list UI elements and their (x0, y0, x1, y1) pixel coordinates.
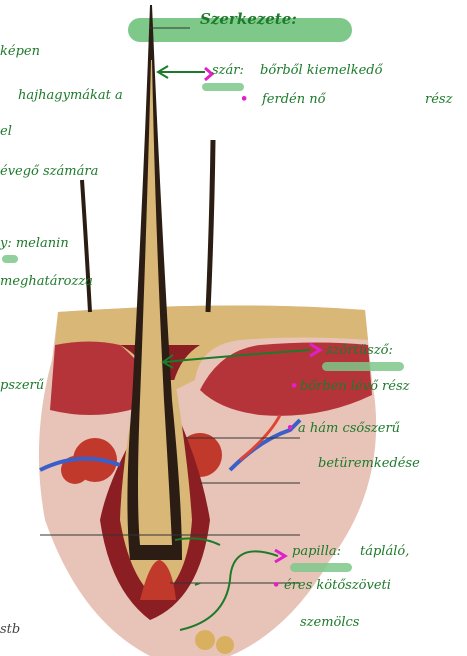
tuszo-line3: betüremkedése (318, 456, 420, 471)
szar-label: szár: (212, 63, 244, 78)
highlight-szar (202, 83, 244, 91)
tuszo-line1: bőrben lévő rész (300, 379, 409, 394)
papilla-text: tápláló, (360, 544, 409, 559)
tuszo-label: szőrtüsző: (326, 343, 393, 358)
pink-arrow (205, 68, 212, 80)
highlight-melanin (2, 255, 18, 263)
papilla-line3: szemölcs (300, 615, 359, 630)
highlight-tuszo (322, 362, 404, 371)
bullet: • (272, 578, 280, 593)
szar-text: bőrből kiemelkedő (260, 63, 382, 78)
papilla-label: papilla: (292, 544, 341, 559)
szar-sub: ferdén nő (262, 92, 325, 107)
left-note-5: y: melanin (0, 236, 69, 251)
bullet: • (286, 421, 294, 436)
page-title: Szerkezete: (200, 10, 297, 28)
bottom-left-note: stb (0, 622, 20, 637)
bullet: • (240, 92, 248, 107)
left-note-2: hajhagymákat a (18, 88, 123, 103)
papilla-line2: éres kötőszöveti (284, 578, 391, 593)
tuszo-line2: a hám csőszerű (298, 421, 400, 436)
left-note-3: el (0, 124, 12, 139)
left-note-7: pszerű (0, 378, 44, 393)
left-note-6: meghatározza (0, 274, 93, 289)
fat-cell (216, 636, 234, 654)
highlight-papilla (290, 563, 352, 572)
left-note-4: évegő számára (0, 164, 98, 179)
secondary-hair-right (208, 140, 213, 312)
left-note-1: képen (0, 44, 40, 59)
fat-cell (195, 630, 215, 650)
arrow-szar (158, 66, 205, 78)
szar-sub-end: rész (425, 92, 452, 107)
bullet: • (290, 379, 298, 394)
secondary-hair-left (82, 180, 90, 312)
